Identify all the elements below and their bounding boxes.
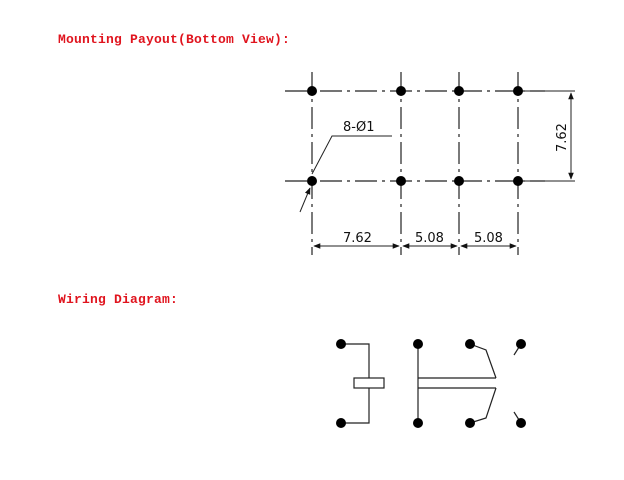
- coil-wire-top: [341, 343, 370, 378]
- pin-dot: [465, 339, 475, 349]
- wiring-pins: [336, 339, 526, 428]
- dim-label-h3: 5.08: [474, 231, 503, 246]
- coil-box: [353, 377, 385, 389]
- pin-dot: [336, 418, 346, 428]
- hole-dot: [454, 86, 464, 96]
- hole-leader-arrow: [299, 187, 311, 213]
- pin-dot: [516, 339, 526, 349]
- pin-dot: [516, 418, 526, 428]
- pin-dot: [413, 418, 423, 428]
- wiring-diagram-title: Wiring Diagram:: [58, 292, 179, 307]
- dim-label-vertical: 7.62: [555, 123, 570, 152]
- hole-spec-label: 8-Ø1: [343, 120, 374, 135]
- dim-label-h2: 5.08: [415, 231, 444, 246]
- pin-dot: [336, 339, 346, 349]
- hole-dot: [307, 86, 317, 96]
- pin-dot: [413, 339, 423, 349]
- hole-leader: [311, 135, 392, 175]
- mounting-holes: [307, 86, 523, 186]
- wiring-diagram: [341, 343, 522, 424]
- hole-dot: [513, 176, 523, 186]
- hole-dot: [396, 176, 406, 186]
- mounting-layout: [285, 72, 575, 255]
- contact-top-nc: [469, 343, 497, 379]
- coil-wire-bottom: [341, 388, 370, 424]
- hole-dot: [513, 86, 523, 96]
- dim-label-h1: 7.62: [343, 231, 372, 246]
- mounting-layout-title: Mounting Payout(Bottom View):: [58, 32, 291, 47]
- hole-dot: [454, 176, 464, 186]
- contact-bottom-nc: [469, 387, 497, 424]
- hole-dot: [396, 86, 406, 96]
- pin-dot: [465, 418, 475, 428]
- hole-dot: [307, 176, 317, 186]
